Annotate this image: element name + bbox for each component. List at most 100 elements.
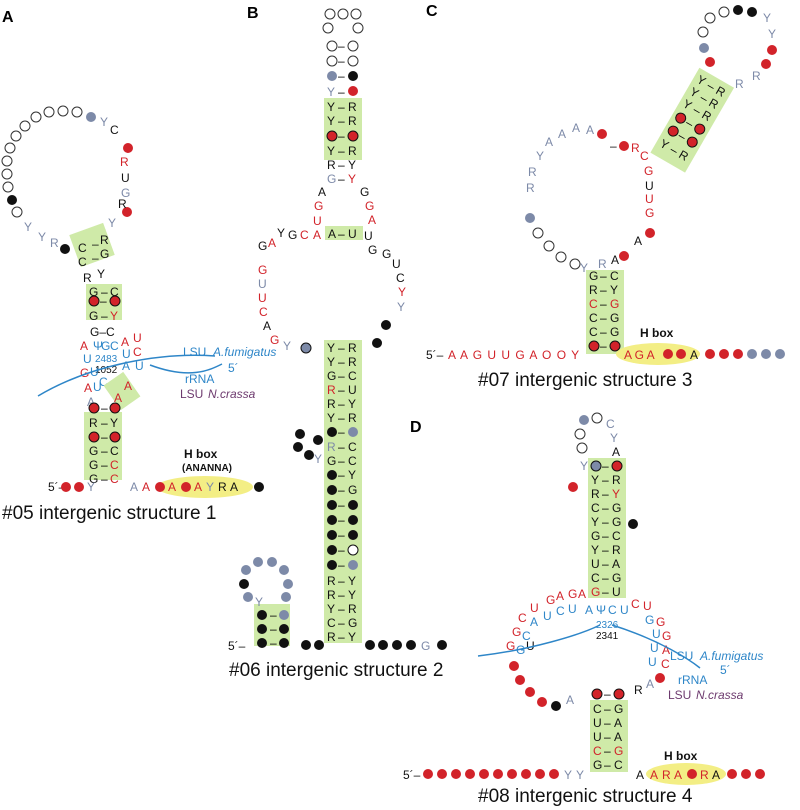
svg-text:–: –	[604, 744, 611, 758]
svg-text:Y: Y	[348, 468, 356, 482]
svg-text:A: A	[586, 123, 594, 137]
panel-b-caption: #06 intergenic structure 2	[229, 660, 443, 681]
svg-text:–: –	[338, 39, 345, 53]
svg-text:–: –	[338, 630, 345, 644]
svg-text:A: A	[636, 768, 644, 782]
svg-text:A: A	[142, 480, 150, 494]
svg-text:–: –	[101, 430, 108, 444]
svg-text:LSU: LSU	[670, 649, 693, 663]
svg-text:–: –	[602, 501, 609, 515]
svg-text:G: G	[89, 285, 98, 299]
svg-text:A: A	[313, 228, 321, 242]
svg-text:R: R	[348, 341, 357, 355]
svg-text:Y: Y	[327, 85, 335, 99]
svg-text:C: C	[522, 629, 531, 643]
svg-text:Y: Y	[612, 487, 620, 501]
svg-text:–: –	[338, 411, 345, 425]
svg-text:G–C: G–C	[90, 325, 115, 339]
svg-text:G: G	[614, 702, 623, 716]
svg-text:–: –	[600, 283, 607, 297]
svg-text:Ψ: Ψ	[596, 603, 606, 617]
svg-text:G: G	[368, 243, 377, 257]
panel-a-hbox: H box (ANANNA) 5´– Y A A A A Y R A	[48, 447, 264, 498]
svg-text:–: –	[338, 588, 345, 602]
svg-text:U: U	[643, 599, 652, 613]
svg-text:C: C	[348, 440, 357, 454]
svg-text:G: G	[614, 744, 623, 758]
svg-text:5´–: 5´–	[403, 768, 421, 782]
svg-text:A: A	[230, 480, 238, 494]
svg-text:–: –	[338, 440, 345, 454]
svg-text:A: A	[674, 768, 682, 782]
svg-text:C: C	[518, 611, 527, 625]
svg-text:Y: Y	[768, 27, 776, 41]
svg-text:G: G	[365, 199, 374, 213]
svg-text:U: U	[122, 347, 131, 361]
svg-text:–: –	[101, 285, 108, 299]
svg-text:C: C	[110, 458, 119, 472]
svg-text:Y: Y	[564, 768, 572, 782]
panel-c-letter: C	[426, 3, 438, 20]
svg-text:A: A	[612, 557, 620, 571]
svg-text:–: –	[604, 702, 611, 716]
svg-text:A: A	[545, 135, 553, 149]
svg-text:R: R	[327, 574, 336, 588]
svg-text:–: –	[338, 558, 345, 572]
svg-text:A: A	[662, 643, 670, 657]
svg-text:G: G	[421, 639, 430, 653]
svg-text:Y: Y	[576, 768, 584, 782]
svg-text:A: A	[268, 236, 276, 250]
panel-d-hbox-label: H box	[664, 749, 698, 763]
svg-text:A: A	[572, 121, 580, 135]
svg-text:Y: Y	[610, 431, 618, 445]
svg-text:A: A	[328, 227, 336, 241]
svg-text:R: R	[348, 144, 357, 158]
panel-c-big-loop: – A A A A Y R R Y R C G U U G A A R	[525, 121, 655, 275]
panel-d-lower-stem: – C–G U–A U–A C–G G–C	[590, 687, 628, 772]
panel-a-lsu-labels: LSU A.fumigatus rRNA 5´ LSU N.crassa	[180, 345, 276, 401]
svg-text:R: R	[662, 768, 671, 782]
svg-text:Y: Y	[327, 602, 335, 616]
svg-text:–: –	[270, 608, 277, 622]
svg-text:C: C	[110, 339, 119, 353]
svg-text:G: G	[288, 228, 297, 242]
svg-text:R: R	[89, 416, 98, 430]
svg-text:R: R	[327, 588, 336, 602]
svg-text:Y: Y	[591, 543, 599, 557]
svg-text:G: G	[382, 247, 391, 261]
svg-text:R: R	[327, 158, 336, 172]
svg-text:C: C	[589, 311, 598, 325]
svg-text:2341: 2341	[596, 631, 619, 642]
svg-text:C: C	[589, 325, 598, 339]
svg-text:–: –	[604, 716, 611, 730]
svg-text:–: –	[101, 309, 108, 323]
svg-text:A: A	[650, 768, 658, 782]
svg-text:2483: 2483	[95, 354, 118, 365]
svg-text:C: C	[614, 758, 623, 772]
svg-text:–: –	[338, 144, 345, 158]
svg-text:C: C	[556, 604, 565, 618]
panel-c-top-loop: Y Y R R	[697, 5, 777, 91]
svg-text:C: C	[110, 123, 119, 137]
svg-text:R: R	[327, 397, 336, 411]
svg-text:A: A	[712, 768, 720, 782]
svg-text:–: –	[338, 69, 345, 83]
svg-text:–: –	[602, 487, 609, 501]
svg-text:C: C	[593, 744, 602, 758]
svg-text:–: –	[602, 459, 609, 473]
svg-text:R: R	[526, 181, 535, 195]
svg-text:U: U	[364, 229, 373, 243]
svg-text:–: –	[92, 237, 99, 251]
svg-text:1052: 1052	[95, 365, 118, 376]
svg-text:Y: Y	[763, 11, 771, 25]
svg-text:–: –	[101, 472, 108, 486]
svg-text:G: G	[89, 444, 98, 458]
svg-text:Y: Y	[327, 341, 335, 355]
svg-text:C: C	[78, 255, 87, 269]
svg-text:G: G	[612, 501, 621, 515]
svg-text:U: U	[530, 601, 539, 615]
svg-text:C: C	[612, 529, 621, 543]
svg-text:–: –	[338, 397, 345, 411]
svg-text:–: –	[602, 529, 609, 543]
svg-text:A: A	[194, 480, 202, 494]
